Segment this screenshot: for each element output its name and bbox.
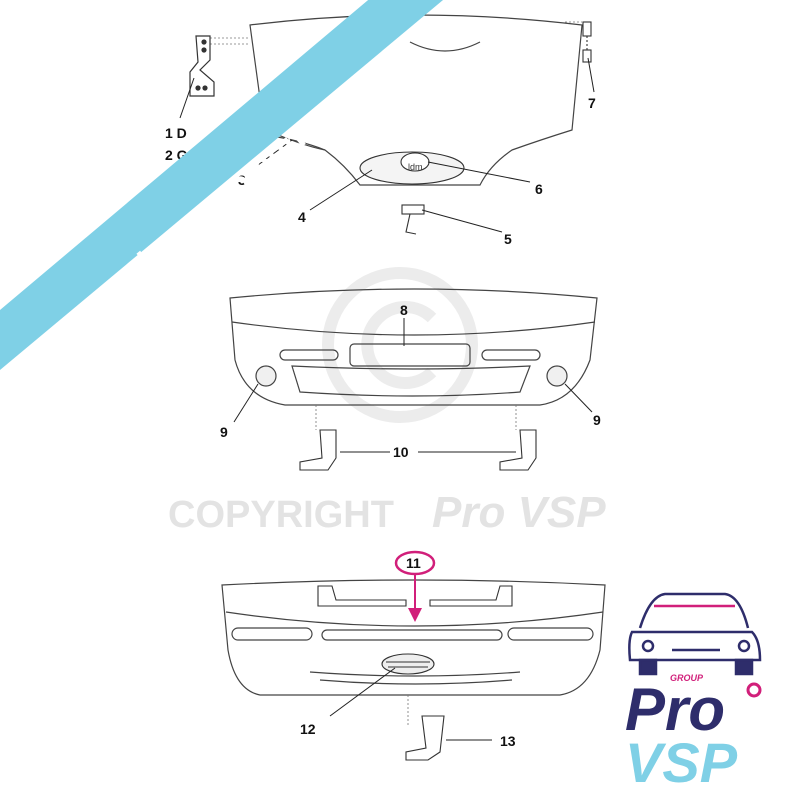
bumper-dashed-guides xyxy=(315,405,517,430)
label-part-1: 1 D xyxy=(165,125,187,141)
front-bumper xyxy=(229,288,598,406)
logo-word-pro: Pro xyxy=(625,676,725,743)
label-part-9-right: 9 xyxy=(593,412,601,428)
label-part-5: 5 xyxy=(504,231,512,247)
leader-lines-rear xyxy=(329,667,492,741)
leader-lines-bumper xyxy=(233,318,593,453)
bumper-brackets xyxy=(299,429,537,471)
label-part-10: 10 xyxy=(393,444,409,460)
label-part-8: 8 xyxy=(400,302,408,318)
clip-part xyxy=(582,21,592,63)
guide-lines xyxy=(210,21,582,45)
lower-bracket xyxy=(405,715,445,761)
copyright-watermark-symbol xyxy=(322,267,478,423)
rear-bumper xyxy=(221,579,606,696)
label-part-4: 4 xyxy=(298,209,306,225)
watermark-brand: Pro VSP xyxy=(432,488,606,537)
label-part-11: 11 xyxy=(406,555,421,571)
label-part-6: 6 xyxy=(535,181,543,197)
logo-tagline: GROUP xyxy=(670,673,704,683)
logo-gear-icon xyxy=(746,682,762,698)
svg-text:ldm: ldm xyxy=(408,162,423,172)
label-part-3: 3 xyxy=(238,172,246,188)
rear-bumper-brackets xyxy=(317,585,513,607)
hinge-bracket xyxy=(189,35,215,97)
watermark-copyright: COPYRIGHT xyxy=(168,494,394,536)
highlight-marker xyxy=(394,550,436,622)
label-part-13: 13 xyxy=(500,733,516,749)
logo-word-vsp: VSP xyxy=(625,731,738,794)
brand-logo: GROUP Pro VSP xyxy=(625,592,762,794)
car-icon xyxy=(628,592,762,676)
label-part-9-left: 9 xyxy=(220,424,228,440)
emblem-rear xyxy=(381,653,435,675)
latch-part xyxy=(401,204,425,235)
emblem-grille: ldm xyxy=(359,151,465,185)
leader-lines xyxy=(179,57,595,233)
label-part-12: 12 xyxy=(300,721,316,737)
label-part-7: 7 xyxy=(588,95,596,111)
